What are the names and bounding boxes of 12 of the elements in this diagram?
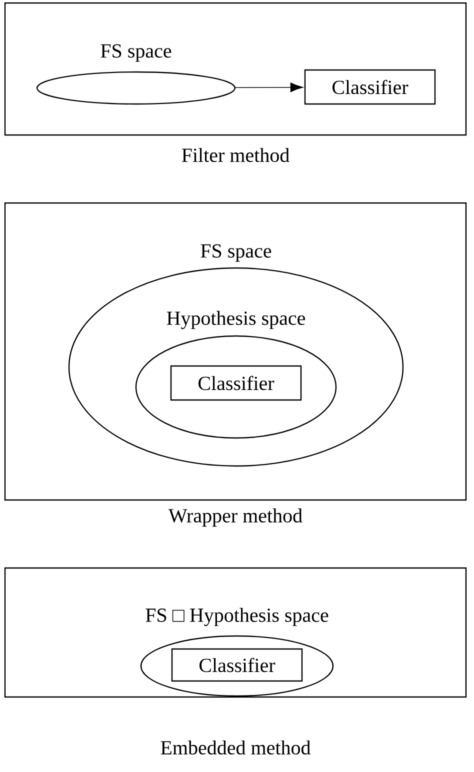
classifier-box: Classifier [171,648,303,682]
node-label: Filter method [182,148,290,162]
classifier-box: Classifier [170,365,302,401]
node-label: FS □ Hypothesis space [146,608,328,626]
node-label: FS space [100,44,172,62]
node-label: Hypothesis space [166,310,306,330]
node-label: FS space [200,244,272,262]
arrow [235,82,304,92]
classifier-box: Classifier [304,69,436,105]
node-label: Embedded method [160,740,311,755]
node-label: Wrapper method [168,508,302,527]
ellipse-region: FS space [36,44,236,105]
